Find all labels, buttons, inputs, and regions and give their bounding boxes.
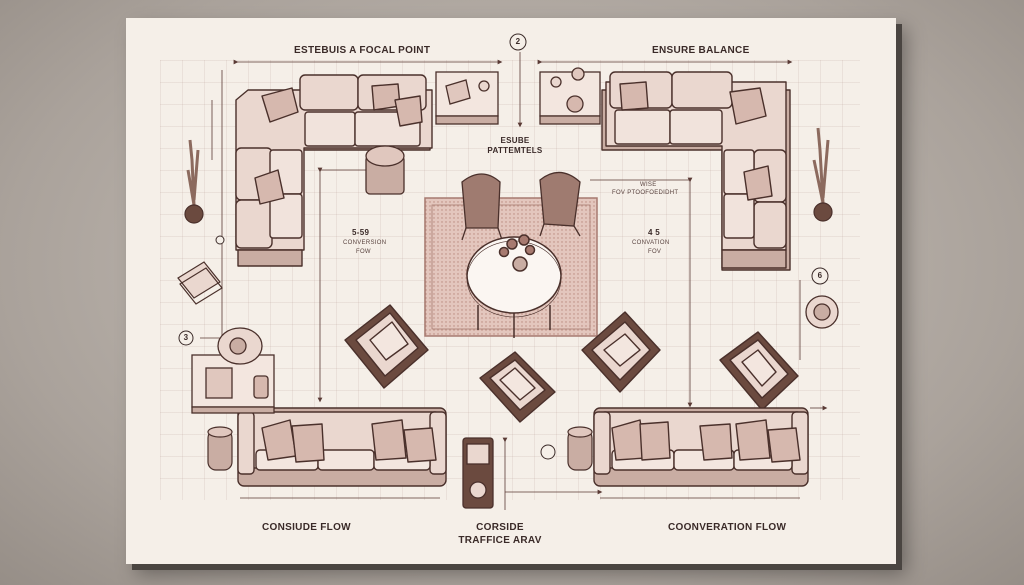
- end-table-bottom-center: [462, 437, 494, 509]
- label-left-dimension-value: 5-59: [352, 228, 370, 237]
- plant-left: [184, 139, 204, 224]
- label-right-dimension-line1: CONVATION: [632, 240, 670, 246]
- dimension-lines: [200, 52, 828, 510]
- label-right-dimension-value: 4 5: [648, 228, 661, 237]
- side-table-top-left: [435, 71, 499, 125]
- marker-circles: [178, 33, 829, 460]
- label-left-dimension-line2: FOW: [356, 249, 371, 255]
- marker-3: 3: [183, 333, 189, 342]
- label-right-dimension-line2: FOV: [648, 249, 662, 255]
- label-focal-point: ESTEBUIS A FOCAL POINT: [294, 45, 431, 56]
- sofa-bottom-left: [237, 407, 447, 487]
- lamp-table-right: [805, 295, 839, 329]
- label-top-right-note-line2: FOV PTOOFOEDIDHT: [612, 190, 679, 196]
- sectional-sofa-left: [235, 74, 433, 267]
- sectional-sofa-right: [601, 71, 791, 271]
- label-esube-sub: PATTEMTELS: [487, 146, 543, 155]
- label-corside: CORSIDE: [476, 522, 524, 533]
- label-cooneration-flow: COONVERATION FLOW: [668, 522, 787, 533]
- label-top-right-note-line1: WISE: [640, 182, 657, 188]
- chair-top-left: [461, 173, 503, 241]
- pouf: [365, 145, 405, 195]
- marker-6: 6: [817, 271, 823, 280]
- side-desk-left: [191, 327, 275, 414]
- round-coffee-table: [466, 234, 562, 338]
- label-ensure-balance: ENSURE BALANCE: [652, 45, 750, 56]
- stool-bottom-left: [207, 426, 233, 471]
- book-stack-left: [177, 261, 223, 305]
- sofa-bottom-right: [593, 407, 809, 487]
- chair-top-right: [539, 171, 581, 237]
- label-left-dimension-line1: CONVERSION: [343, 240, 387, 246]
- armchair-left: [344, 304, 429, 389]
- label-consiude-flow: CONSIUDE FLOW: [262, 522, 351, 533]
- label-esube: ESUBE: [500, 136, 530, 145]
- marker-2: 2: [515, 37, 521, 46]
- side-table-top-right: [539, 67, 601, 125]
- armchair-right: [581, 311, 661, 393]
- stool-bottom-right: [567, 426, 593, 471]
- plant-right: [812, 127, 833, 222]
- label-traffice-arav: TRAFFICE ARAV: [458, 535, 542, 546]
- armchair-center: [479, 351, 556, 423]
- armchair-far-right: [719, 331, 799, 411]
